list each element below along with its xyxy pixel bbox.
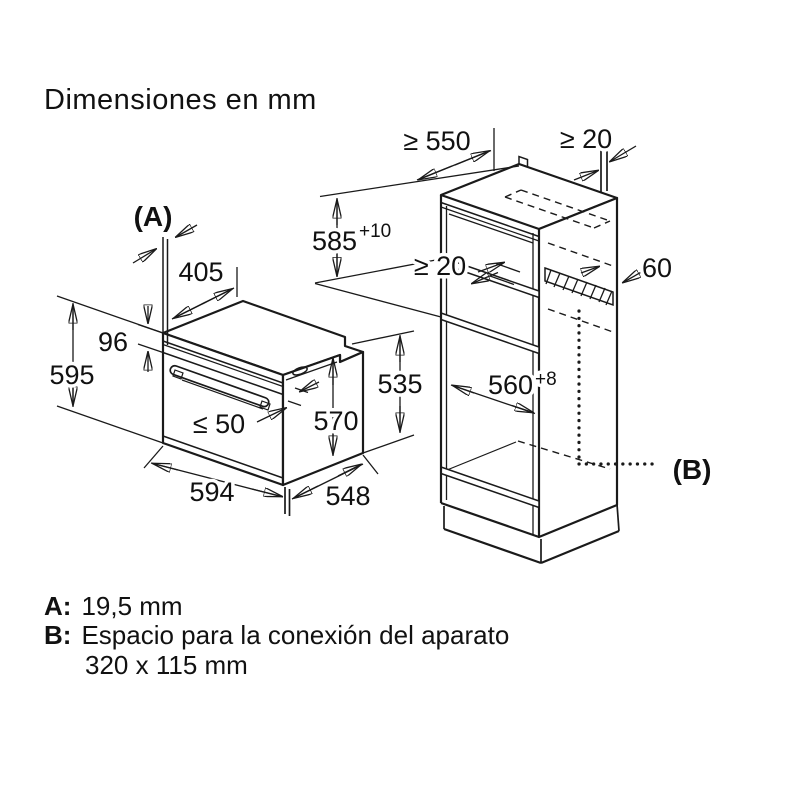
oven-drawing: (A) 405 96 595 ≤ 50 bbox=[46, 198, 426, 516]
dim-cabinet-vent-depth: 60 bbox=[642, 253, 672, 283]
cabinet-drawing: ≥ 550 ≥ 20 585 +10 ≥ 20 60 bbox=[308, 121, 715, 565]
ventilation-hatch bbox=[544, 266, 614, 307]
legend-row-b-line2: 320 x 115 mm bbox=[85, 650, 248, 680]
dim-cabinet-vent-gap: ≥ 20 bbox=[414, 251, 466, 281]
dim-oven-handle-protrusion: ≤ 50 bbox=[193, 409, 245, 439]
dim-cabinet-rear-gap: ≥ 20 bbox=[560, 124, 612, 154]
legend-row-a: A: 19,5 mm bbox=[44, 591, 183, 622]
legend-row-b: B: Espacio para la conexión del aparato bbox=[44, 620, 509, 651]
legend-b-value: Espacio para la conexión del aparato bbox=[81, 620, 510, 650]
oven-marker-a-label: (A) bbox=[134, 201, 173, 232]
legend-a-key: A: bbox=[44, 591, 72, 621]
dim-cabinet-niche-width-tolerance: +8 bbox=[535, 369, 557, 390]
dim-oven-top-depth: 405 bbox=[178, 257, 223, 287]
dim-cabinet-niche-width: 560 bbox=[488, 370, 533, 400]
page-title: Dimensiones en mm bbox=[44, 84, 317, 116]
dim-cabinet-niche-height: 585 bbox=[312, 226, 357, 256]
dim-cabinet-niche-height-tolerance: +10 bbox=[359, 221, 391, 242]
dim-oven-width: 594 bbox=[189, 477, 234, 507]
legend-b-key: B: bbox=[44, 620, 72, 650]
dim-oven-panel-height: 96 bbox=[98, 327, 128, 357]
oven-handle bbox=[169, 364, 271, 411]
dim-oven-total-height: 595 bbox=[49, 360, 94, 390]
cabinet-marker-b-label: (B) bbox=[673, 454, 712, 485]
side-grip-slot bbox=[292, 366, 308, 376]
dim-oven-body-height: 570 bbox=[313, 406, 358, 436]
legend-a-value: 19,5 mm bbox=[81, 591, 183, 621]
dim-cabinet-top-depth: ≥ 550 bbox=[403, 126, 470, 156]
dim-oven-rear-height: 535 bbox=[377, 369, 422, 399]
dim-oven-depth: 548 bbox=[325, 481, 370, 511]
